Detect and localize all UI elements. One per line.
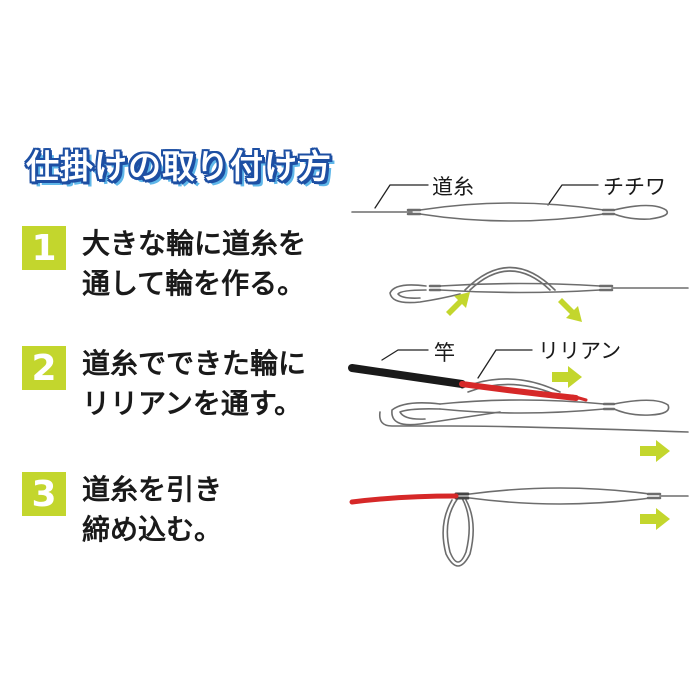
leader-sao <box>381 349 429 361</box>
arrow-icon <box>558 298 582 322</box>
ririan-line-tight <box>349 493 459 505</box>
label-sao: 竿 <box>434 341 455 365</box>
arrow-icon <box>640 440 670 462</box>
arrows <box>446 292 670 530</box>
page-title: 仕掛けの取り付け方 <box>26 147 332 186</box>
diagram-step-3 <box>378 378 689 433</box>
rod <box>348 364 466 388</box>
label-michiito: 道糸 <box>432 175 474 199</box>
label-chichiwa: チチワ <box>603 175 666 199</box>
diagram-step-1 <box>351 202 669 222</box>
step-text: 道糸を引き 締め込む。 <box>82 473 223 546</box>
label-ririan: リリアン <box>538 339 622 363</box>
step-number-badge: 1 <box>22 226 66 270</box>
step-text: 大きな輪に道糸を 通して輪を作る。 <box>82 227 307 300</box>
leader-michiito <box>374 184 429 209</box>
ririan-line <box>459 381 579 401</box>
step-number-badge: 3 <box>22 472 66 516</box>
arrow-icon <box>446 292 470 316</box>
leader-chichiwa <box>547 184 599 206</box>
arrow-icon <box>640 508 670 530</box>
step-text: 道糸でできた輪に リリアンを通す。 <box>82 347 307 420</box>
arrow-icon <box>552 366 582 388</box>
leader-ririan <box>477 349 533 379</box>
step-number-badge: 2 <box>22 346 66 390</box>
diagram-step-2 <box>389 266 689 304</box>
diagram-step-4 <box>442 487 689 567</box>
